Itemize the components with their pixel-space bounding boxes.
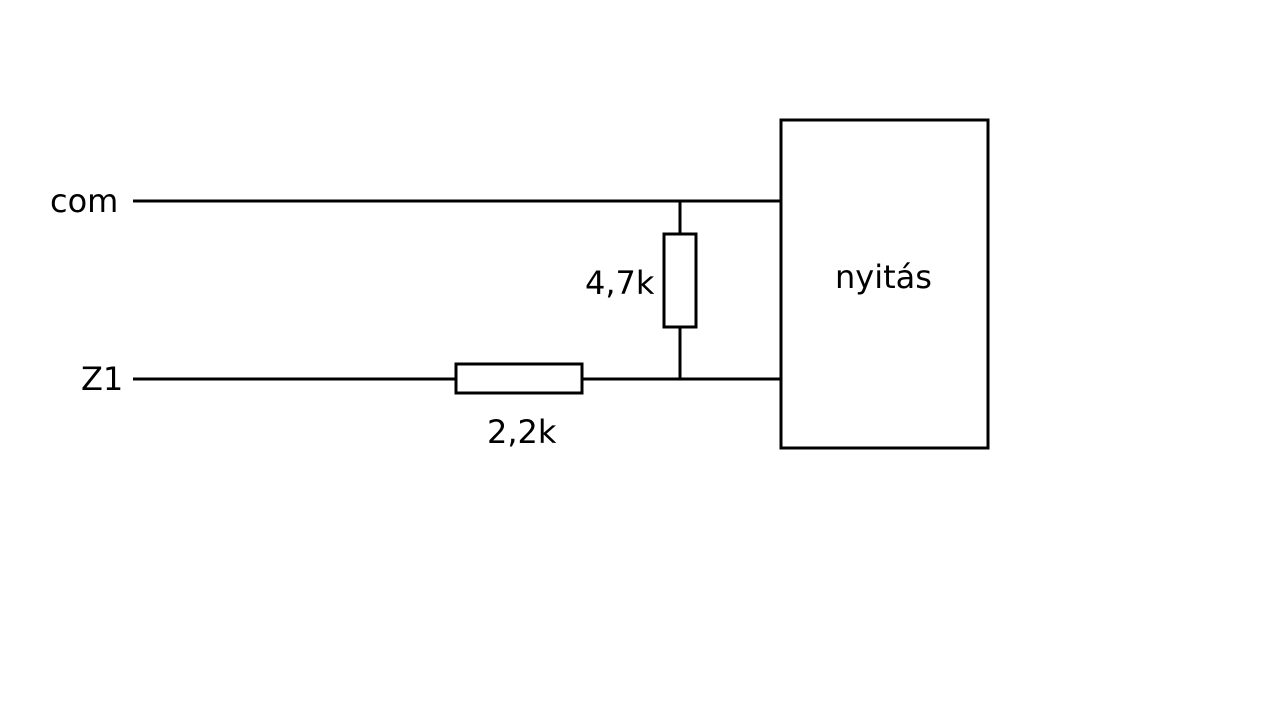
z1-label: Z1 <box>81 360 123 398</box>
box-label: nyitás <box>835 258 932 296</box>
r2-value-label: 2,2k <box>487 413 557 451</box>
com-label: com <box>50 182 118 220</box>
nyitas-box <box>779 118 990 450</box>
r1-value-label: 4,7k <box>585 264 655 302</box>
resistor-4-7k <box>662 232 698 329</box>
resistor-2-2k <box>454 362 584 395</box>
